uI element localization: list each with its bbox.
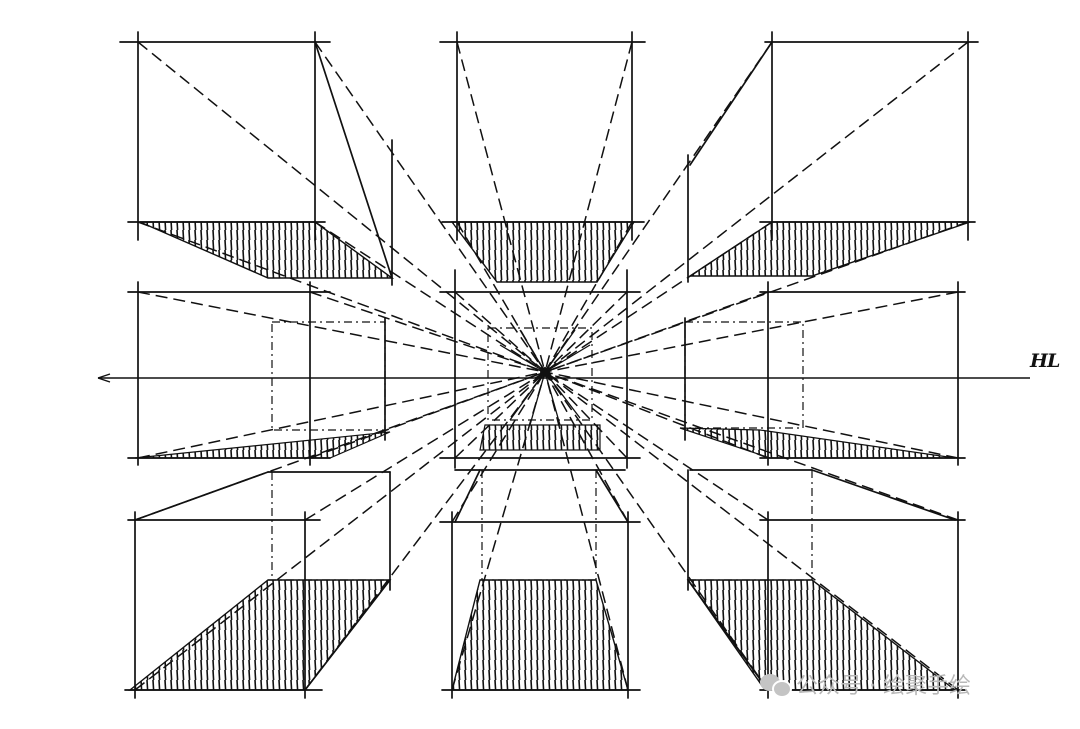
shadow-mid-left — [134, 431, 391, 459]
watermark: 公众号 · 绘聚手绘 — [760, 668, 971, 700]
solid-edges — [119, 31, 979, 699]
vanishing-point-burst — [499, 329, 591, 426]
shadow-mid-right — [679, 427, 956, 459]
shadow-top-right — [687, 221, 971, 277]
vanishing-lines — [134, 41, 969, 691]
shadow-bottom-center — [451, 579, 629, 691]
horizon-arrow-icon — [97, 373, 111, 383]
shadow-bottom-left — [127, 579, 392, 691]
hidden-edges — [268, 321, 813, 581]
wechat-icon — [760, 672, 792, 698]
watermark-text: 公众号 · 绘聚手绘 — [796, 674, 971, 699]
vanishing-point-icon — [540, 367, 550, 377]
horizon-label: HL — [1030, 350, 1060, 372]
shadow-top-center — [450, 221, 636, 283]
